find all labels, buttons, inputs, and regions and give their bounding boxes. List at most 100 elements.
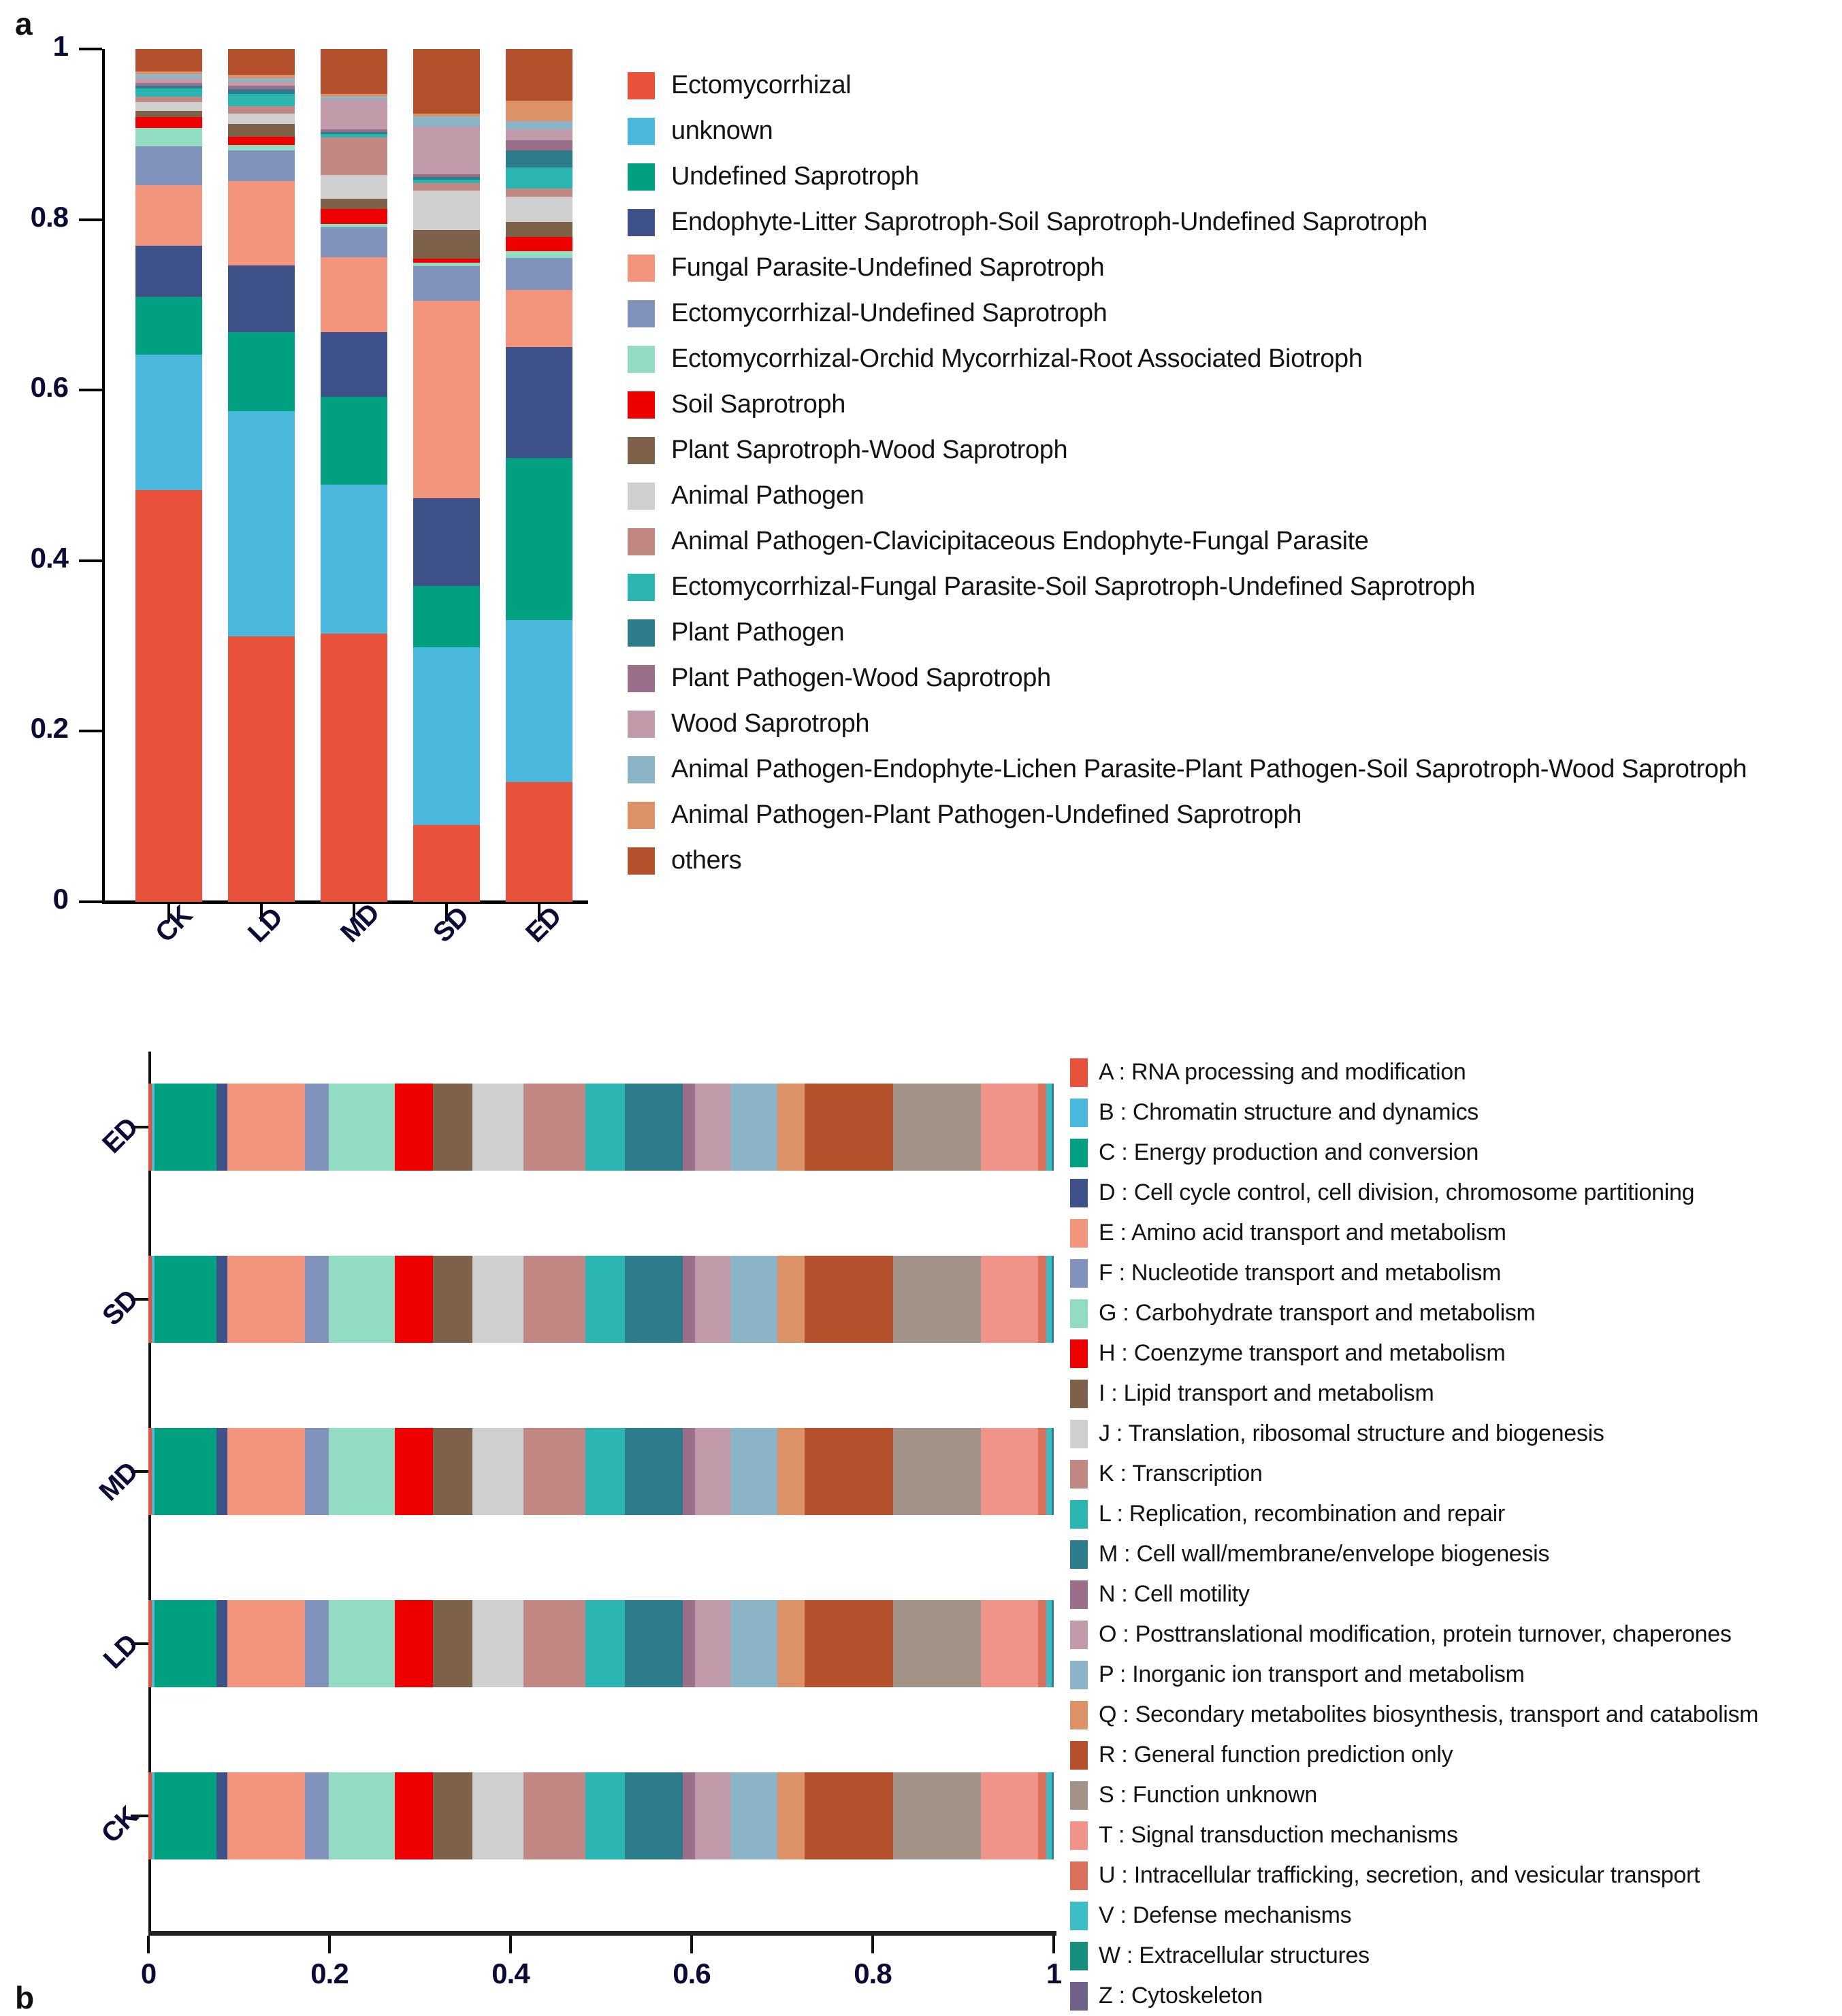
panel-a-bar-segment	[506, 167, 572, 189]
panel-b-legend-swatch-icon	[1070, 1178, 1088, 1207]
panel-a-legend-item[interactable]: Wood Saprotroph	[628, 701, 1812, 747]
panel-a-bar-segment	[321, 129, 387, 132]
panel-b-legend-item-v[interactable]: V : Defense mechanisms	[1070, 1896, 1832, 1936]
panel-b-bar-segment	[893, 1600, 982, 1687]
panel-b-legend-swatch-icon	[1070, 1781, 1088, 1810]
panel-b-legend-item-c[interactable]: C : Energy production and conversion	[1070, 1133, 1832, 1173]
panel-b-legend-item-d[interactable]: D : Cell cycle control, cell division, c…	[1070, 1173, 1832, 1213]
panel-b-legend-item-l[interactable]: L : Replication, recombination and repai…	[1070, 1494, 1832, 1534]
panel-a-legend-item[interactable]: Plant Pathogen	[628, 610, 1812, 655]
panel-a-y-tick-label: 0.2	[30, 712, 69, 745]
panel-b-bar-segment	[305, 1084, 329, 1171]
panel-b-bar-segment	[624, 1600, 683, 1687]
panel-a-bar-segment	[228, 74, 295, 78]
panel-a-bar-segment	[135, 245, 202, 297]
panel-b-legend-swatch-icon	[1070, 1419, 1088, 1448]
panel-a-bar-segment	[228, 181, 295, 266]
panel-a-bar-segment	[413, 647, 480, 826]
panel-b-y-tick	[131, 1298, 148, 1301]
panel-a-bar-segment	[135, 83, 202, 86]
panel-b-bar-segment	[695, 1084, 731, 1171]
panel-b-bar-segment	[1038, 1772, 1047, 1859]
panel-a-legend-label: Animal Pathogen-Clavicipitaceous Endophy…	[671, 527, 1369, 555]
panel-a-legend-swatch-icon	[628, 254, 655, 282]
panel-a-bar-segment	[506, 620, 572, 783]
panel-b-legend-item-p[interactable]: P : Inorganic ion transport and metaboli…	[1070, 1655, 1832, 1695]
panel-a-bar-segment	[506, 189, 572, 197]
panel-a-legend-label: Ectomycorrhizal-Fungal Parasite-Soil Sap…	[671, 572, 1475, 601]
panel-a-letter: a	[15, 6, 33, 42]
panel-b-legend-label: D : Cell cycle control, cell division, c…	[1099, 1180, 1695, 1205]
panel-a-legend-item[interactable]: others	[628, 838, 1812, 883]
panel-a-legend-item[interactable]: Ectomycorrhizal-Fungal Parasite-Soil Sap…	[628, 564, 1812, 610]
panel-b-legend-item-j[interactable]: J : Translation, ribosomal structure and…	[1070, 1414, 1832, 1454]
panel-b-legend-item-o[interactable]: O : Posttranslational modification, prot…	[1070, 1614, 1832, 1655]
panel-a-bar-segment	[413, 127, 480, 175]
panel-b-bar-segment	[805, 1084, 894, 1171]
panel-b-x-axis-line	[148, 1931, 1056, 1936]
panel-b-bar-segment	[682, 1256, 696, 1343]
panel-a-legend-item[interactable]: Endophyte-Litter Saprotroph-Soil Saprotr…	[628, 199, 1812, 245]
panel-b-bar-segment	[1052, 1428, 1054, 1515]
panel-a-bar-segment	[135, 71, 202, 74]
panel-b-bar-segment	[394, 1600, 433, 1687]
panel-a-bar-segment	[135, 74, 202, 78]
panel-b-bar-ld	[148, 1600, 1054, 1687]
panel-b-legend-item-e[interactable]: E : Amino acid transport and metabolism	[1070, 1213, 1832, 1253]
panel-a-legend-item[interactable]: Fungal Parasite-Undefined Saprotroph	[628, 245, 1812, 291]
panel-a-bar-segment	[321, 99, 387, 129]
panel-a-legend-item[interactable]: Ectomycorrhizal-Undefined Saprotroph	[628, 291, 1812, 336]
panel-b-legend-item-a[interactable]: A : RNA processing and modification	[1070, 1052, 1832, 1092]
panel-b-bar-segment	[328, 1256, 395, 1343]
panel-a-legend-item[interactable]: Plant Saprotroph-Wood Saprotroph	[628, 427, 1812, 473]
panel-b-x-tick	[1052, 1936, 1055, 1953]
panel-b-legend-item-t[interactable]: T : Signal transduction mechanisms	[1070, 1815, 1832, 1855]
panel-a-legend-item[interactable]: Animal Pathogen-Plant Pathogen-Undefined…	[628, 792, 1812, 838]
panel-b-legend-swatch-icon	[1070, 1981, 1088, 2011]
panel-b-bar-segment	[394, 1772, 433, 1859]
panel-b-legend-label: T : Signal transduction mechanisms	[1099, 1822, 1458, 1848]
panel-a-legend-item[interactable]: Ectomycorrhizal-Orchid Mycorrhizal-Root …	[628, 336, 1812, 382]
panel-b-legend-label: Q : Secondary metabolites biosynthesis, …	[1099, 1702, 1759, 1727]
panel-b-legend-item-r[interactable]: R : General function prediction only	[1070, 1735, 1832, 1775]
panel-a-legend-item[interactable]: Ectomycorrhizal	[628, 63, 1812, 108]
panel-b-legend-item-h[interactable]: H : Coenzyme transport and metabolism	[1070, 1333, 1832, 1373]
panel-a-bar-ld	[228, 49, 295, 902]
panel-b-legend-item-f[interactable]: F : Nucleotide transport and metabolism	[1070, 1253, 1832, 1293]
panel-b-legend-item-b[interactable]: B : Chromatin structure and dynamics	[1070, 1092, 1832, 1133]
panel-a-x-tick-label-ck: CK	[150, 900, 198, 949]
panel-a-bar-segment	[413, 174, 480, 177]
panel-b-bar-segment	[682, 1084, 696, 1171]
panel-a-legend-swatch-icon	[628, 664, 655, 692]
panel-b-legend-item-m[interactable]: M : Cell wall/membrane/envelope biogenes…	[1070, 1534, 1832, 1574]
panel-a-legend-item[interactable]: Plant Pathogen-Wood Saprotroph	[628, 655, 1812, 701]
panel-b-bar-segment	[624, 1084, 683, 1171]
panel-b-legend-item-z[interactable]: Z : Cytoskeleton	[1070, 1976, 1832, 2016]
panel-b-legend-item-n[interactable]: N : Cell motility	[1070, 1574, 1832, 1614]
panel-b-bar-segment	[394, 1256, 433, 1343]
panel-b-legend-item-g[interactable]: G : Carbohydrate transport and metabolis…	[1070, 1293, 1832, 1333]
panel-b-legend-item-w[interactable]: W : Extracellular structures	[1070, 1936, 1832, 1976]
panel-a-y-tick-label: 0.8	[30, 200, 69, 233]
panel-a-bar-segment	[321, 223, 387, 227]
panel-b-bar-segment	[523, 1600, 586, 1687]
panel-b-legend-item-u[interactable]: U : Intracellular trafficking, secretion…	[1070, 1855, 1832, 1896]
panel-a-x-axis-line	[102, 900, 588, 904]
panel-a-legend-item[interactable]: Animal Pathogen-Endophyte-Lichen Parasit…	[628, 747, 1812, 792]
panel-b-legend-item-q[interactable]: Q : Secondary metabolites biosynthesis, …	[1070, 1695, 1832, 1735]
panel-a-bar-segment	[321, 209, 387, 224]
panel-a-legend-item[interactable]: Animal Pathogen-Clavicipitaceous Endophy…	[628, 519, 1812, 564]
panel-a-legend-item[interactable]: Undefined Saprotroph	[628, 154, 1812, 199]
panel-b-legend-label: E : Amino acid transport and metabolism	[1099, 1220, 1506, 1246]
panel-a-legend-item[interactable]: unknown	[628, 108, 1812, 154]
panel-a-legend-item[interactable]: Soil Saprotroph	[628, 382, 1812, 427]
panel-b-legend-item-k[interactable]: K : Transcription	[1070, 1454, 1832, 1494]
panel-b-bar-segment	[152, 1256, 155, 1343]
panel-b-legend-item-i[interactable]: I : Lipid transport and metabolism	[1070, 1373, 1832, 1414]
panel-a-legend-item[interactable]: Animal Pathogen	[628, 473, 1812, 519]
panel-b-legend-item-s[interactable]: S : Function unknown	[1070, 1775, 1832, 1815]
panel-b-bar-segment	[1052, 1600, 1054, 1687]
panel-a-legend-swatch-icon	[628, 391, 655, 419]
panel-a-legend-label: Plant Pathogen-Wood Saprotroph	[671, 664, 1051, 692]
panel-a-bar-segment	[413, 116, 480, 127]
